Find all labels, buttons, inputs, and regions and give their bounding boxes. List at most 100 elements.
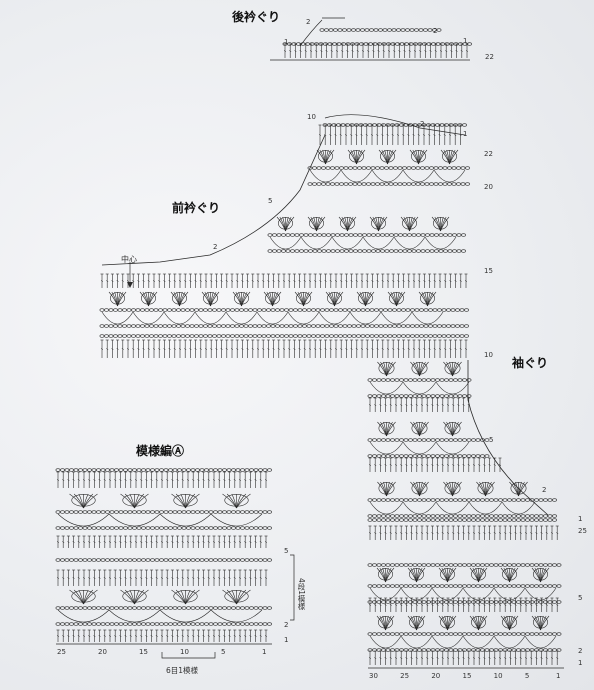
chain-stitch — [439, 498, 445, 502]
chain-stitch — [108, 324, 114, 328]
double-crochet — [288, 347, 291, 351]
shell-stitch — [478, 567, 488, 583]
shell-stitch — [122, 590, 147, 603]
chain-stitch — [370, 166, 376, 170]
chain-stitch — [451, 166, 457, 170]
chain-stitch — [330, 182, 335, 186]
double-crochet — [371, 347, 374, 351]
chain-stitch — [109, 526, 115, 530]
chain-stitch — [543, 584, 548, 588]
chain-stitch — [348, 249, 354, 253]
double-crochet — [402, 347, 405, 351]
chain-stitch — [462, 600, 467, 604]
chain-stitch — [64, 622, 70, 626]
chain-stitch — [543, 518, 548, 522]
double-crochet — [277, 347, 280, 351]
double-crochet — [379, 463, 382, 467]
axis-tick-label: 30 — [369, 672, 378, 680]
double-crochet — [223, 478, 226, 482]
double-crochet — [478, 531, 481, 535]
chain-stitch — [430, 563, 436, 567]
chain-stitch — [430, 600, 436, 604]
chain-stitch — [462, 123, 467, 127]
chain-stitch — [456, 166, 461, 170]
chain-stitch — [216, 324, 222, 328]
double-crochet — [186, 576, 190, 580]
chain-stitch — [534, 584, 539, 588]
shell-stitch — [416, 615, 426, 631]
double-crochet — [457, 403, 460, 407]
chain-stitch — [406, 182, 412, 186]
shell-stitch — [83, 589, 98, 605]
chain-stitch — [244, 526, 250, 530]
double-crochet — [223, 576, 226, 580]
chain-stitch — [384, 166, 389, 170]
chain-stitch — [186, 468, 191, 472]
chain-stitch — [390, 454, 395, 458]
double-crochet — [93, 540, 96, 544]
chain-stitch — [99, 308, 105, 312]
chain-stitch — [262, 606, 268, 610]
double-crochet — [452, 603, 455, 607]
double-crochet — [504, 656, 507, 660]
double-crochet — [197, 576, 200, 580]
double-crochet — [368, 656, 372, 660]
double-crochet — [545, 656, 548, 660]
double-crochet — [176, 478, 179, 482]
chain-stitch — [141, 510, 146, 514]
double-crochet — [441, 656, 444, 660]
double-crochet — [142, 347, 145, 351]
chain-stitch — [416, 249, 421, 253]
double-crochet — [384, 531, 387, 535]
double-crochet — [137, 347, 140, 351]
chain-stitch — [267, 468, 272, 472]
chain-stitch — [484, 632, 490, 636]
double-crochet — [488, 531, 491, 535]
shell-stitch — [175, 493, 186, 509]
double-crochet — [116, 279, 119, 283]
double-crochet — [249, 540, 252, 544]
chain-stitch — [105, 558, 110, 562]
chain-stitch — [408, 394, 413, 398]
chain-stitch — [204, 622, 209, 626]
chain-stitch — [390, 563, 395, 567]
chain-stitch — [342, 334, 348, 338]
chain-stitch — [185, 324, 190, 328]
double-crochet — [412, 347, 416, 351]
chain-stitch — [538, 632, 544, 636]
chain-stitch — [190, 468, 196, 472]
chain-stitch — [99, 324, 105, 328]
chain-stitch — [457, 498, 463, 502]
double-crochet — [519, 656, 522, 660]
chain-stitch — [375, 166, 380, 170]
chain-stitch — [446, 324, 451, 328]
chain-stitch — [312, 249, 318, 253]
chain-stitch — [417, 563, 422, 567]
chain-stitch — [177, 606, 182, 610]
chain-stitch — [417, 454, 422, 458]
chain-stitch — [516, 632, 521, 636]
double-crochet — [207, 576, 210, 580]
chain-stitch — [420, 249, 426, 253]
shell-stitch — [134, 493, 149, 509]
double-crochet — [340, 347, 343, 351]
chain-arch — [101, 311, 134, 325]
chain-stitch — [132, 526, 137, 530]
chain-stitch — [361, 166, 367, 170]
double-crochet — [212, 478, 216, 482]
chain-stitch — [96, 468, 101, 472]
double-crochet — [199, 279, 202, 283]
chain-stitch — [212, 324, 217, 328]
chain-stitch — [186, 558, 191, 562]
double-crochet — [504, 603, 507, 607]
chain-stitch — [507, 600, 512, 604]
shell-stitch — [226, 493, 237, 509]
chain-stitch — [118, 622, 124, 626]
chain-stitch — [489, 514, 494, 518]
chain-stitch — [502, 518, 508, 522]
chain-stitch — [189, 308, 195, 312]
chain-stitch — [91, 558, 97, 562]
double-crochet — [389, 403, 392, 407]
chain-arch — [431, 587, 464, 601]
